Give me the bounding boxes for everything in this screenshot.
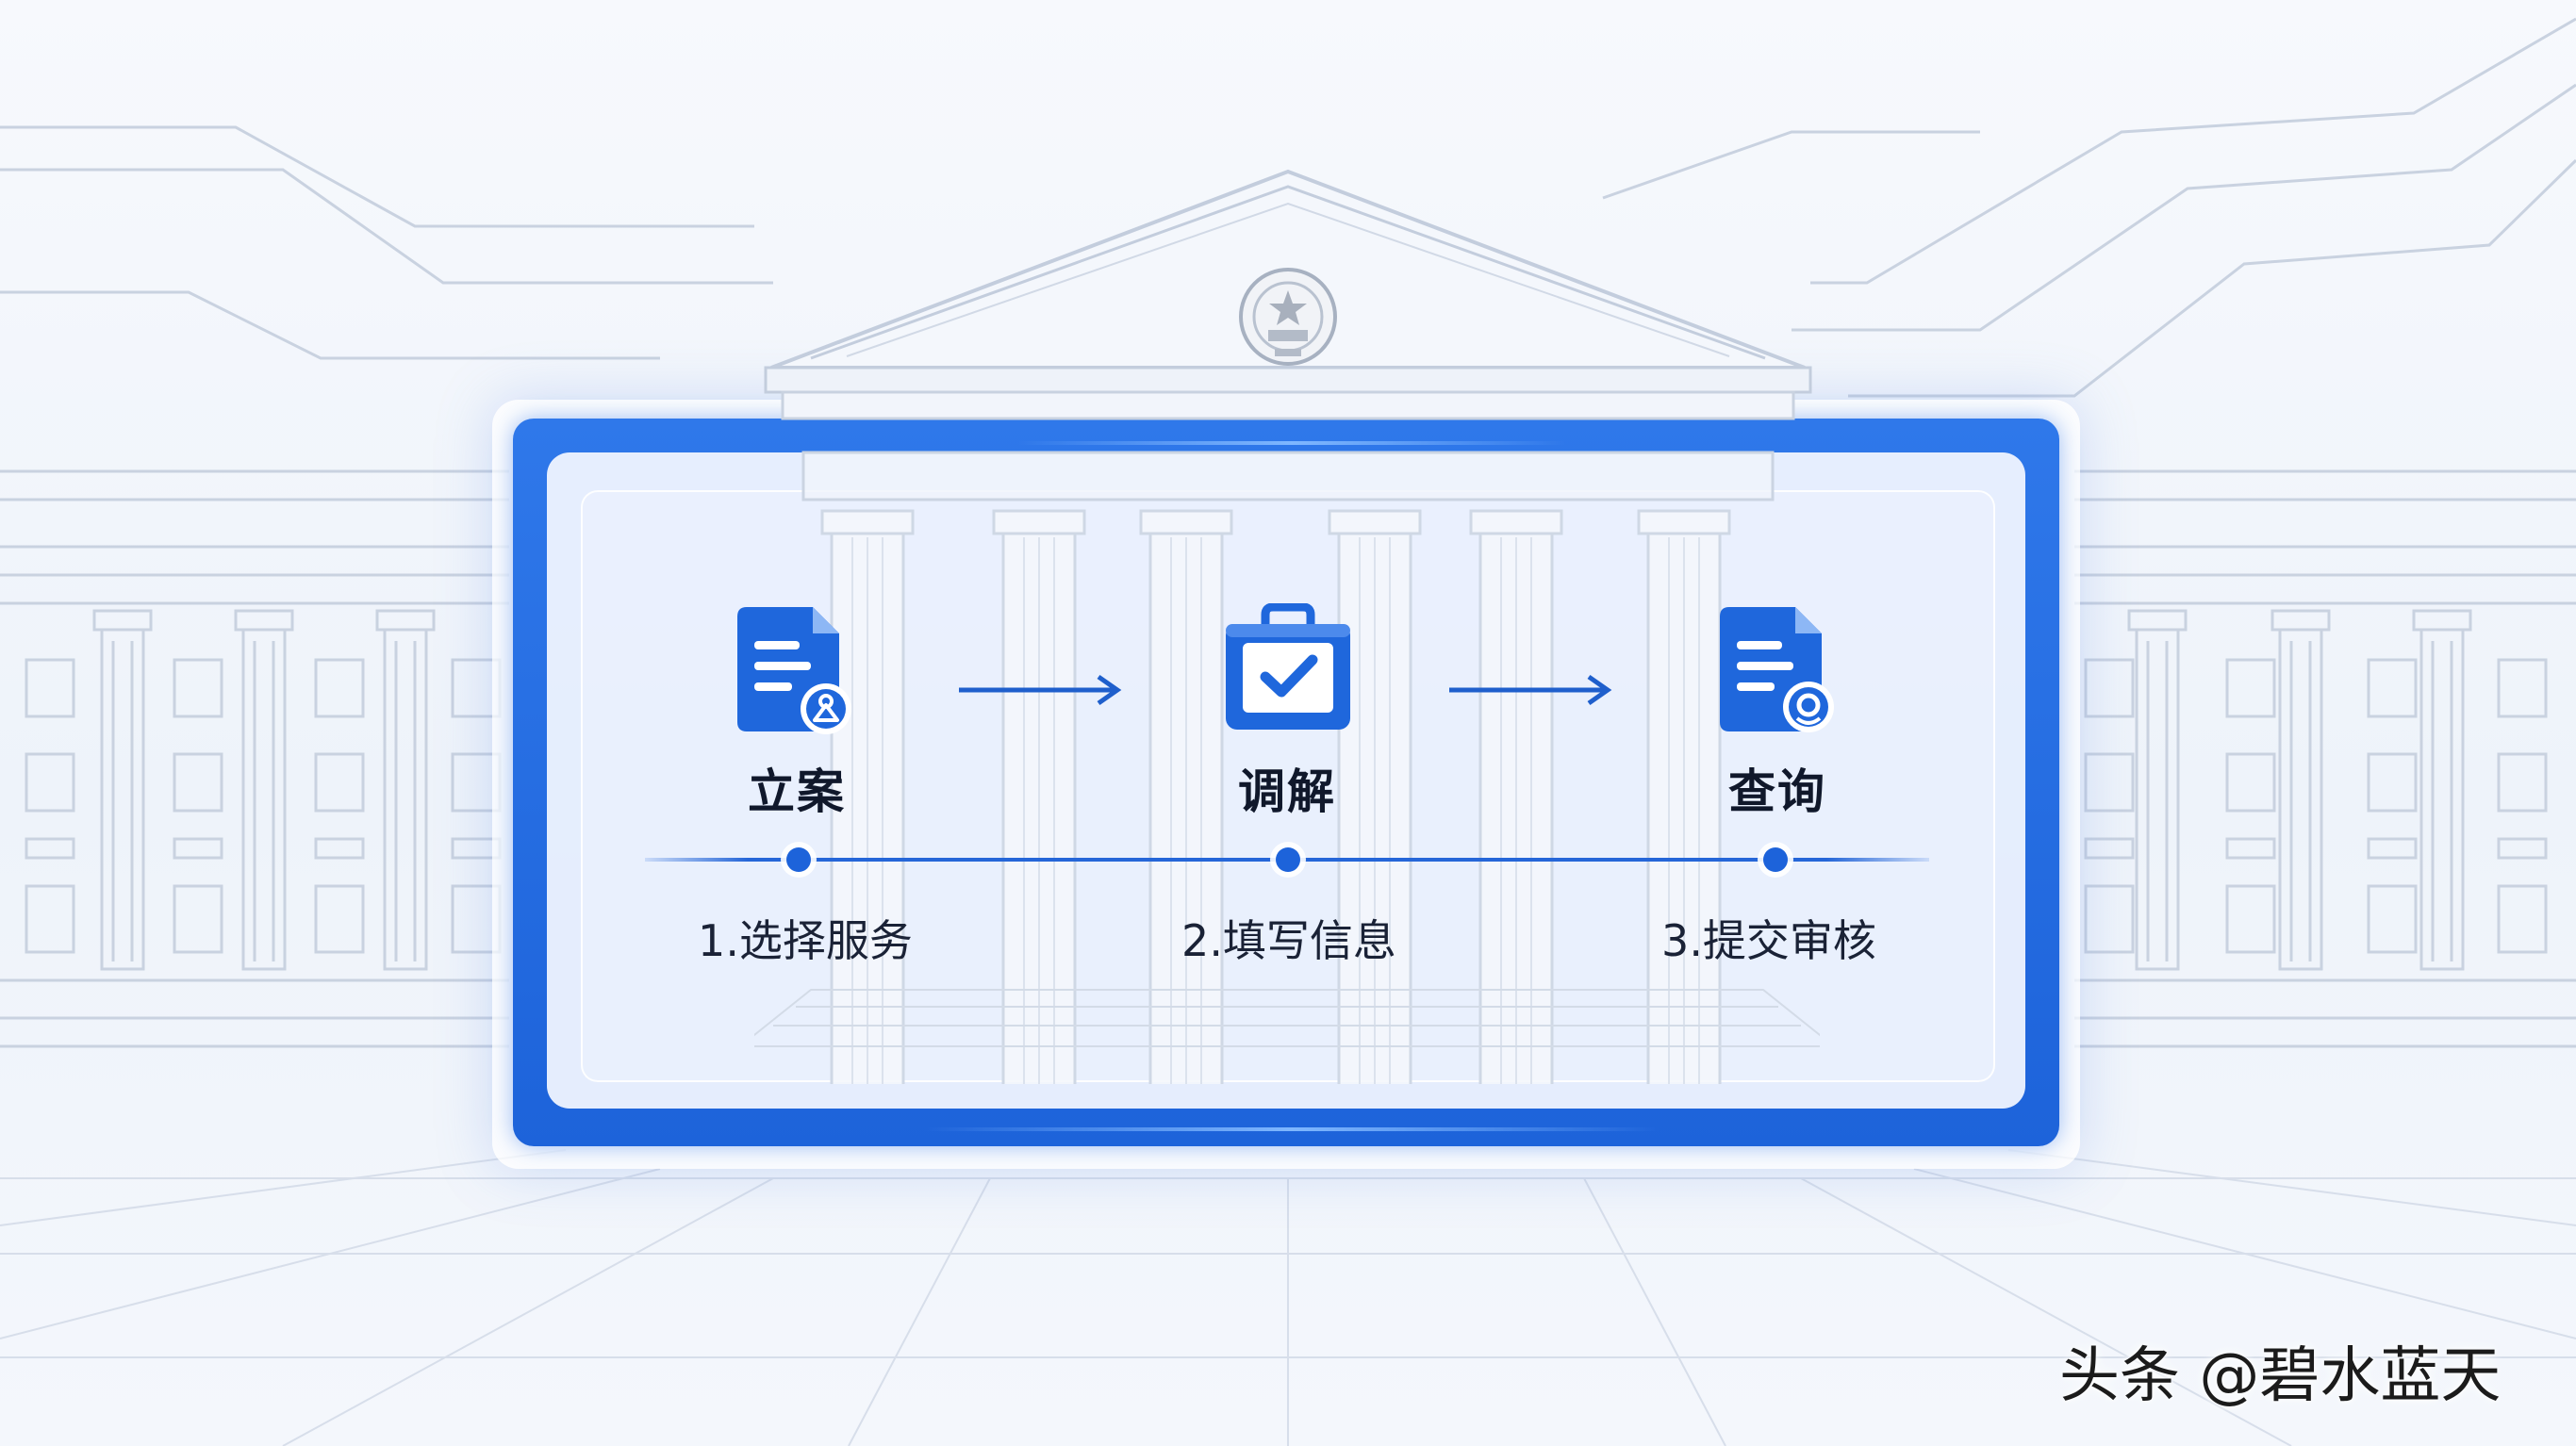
- step-title-1: 立案: [748, 764, 846, 819]
- arrow-right-icon: [959, 674, 1122, 706]
- step-label-1: 1.选择服务: [698, 915, 913, 966]
- arrow-right-icon: [1449, 674, 1612, 706]
- step-title-2: 调解: [1238, 764, 1336, 819]
- courthouse-illustration: [754, 169, 1820, 1084]
- document-search-icon: [1720, 607, 1834, 732]
- national-emblem-icon: [1239, 268, 1337, 366]
- top-glow-line: [1018, 441, 1565, 445]
- timeline-dot-2: [1276, 847, 1300, 872]
- briefcase-check-icon: [1226, 603, 1350, 730]
- step-label-3: 3.提交审核: [1661, 915, 1876, 966]
- watermark-text: 头条 @碧水蓝天: [2059, 1341, 2502, 1411]
- timeline-dot-3: [1763, 847, 1788, 872]
- timeline-dot-1: [786, 847, 811, 872]
- bottom-glow-line: [924, 1127, 1660, 1131]
- step-label-2: 2.填写信息: [1181, 915, 1396, 966]
- panel-inner-border: [581, 490, 1995, 1082]
- document-person-icon: [737, 607, 851, 734]
- step-title-3: 查询: [1728, 764, 1826, 819]
